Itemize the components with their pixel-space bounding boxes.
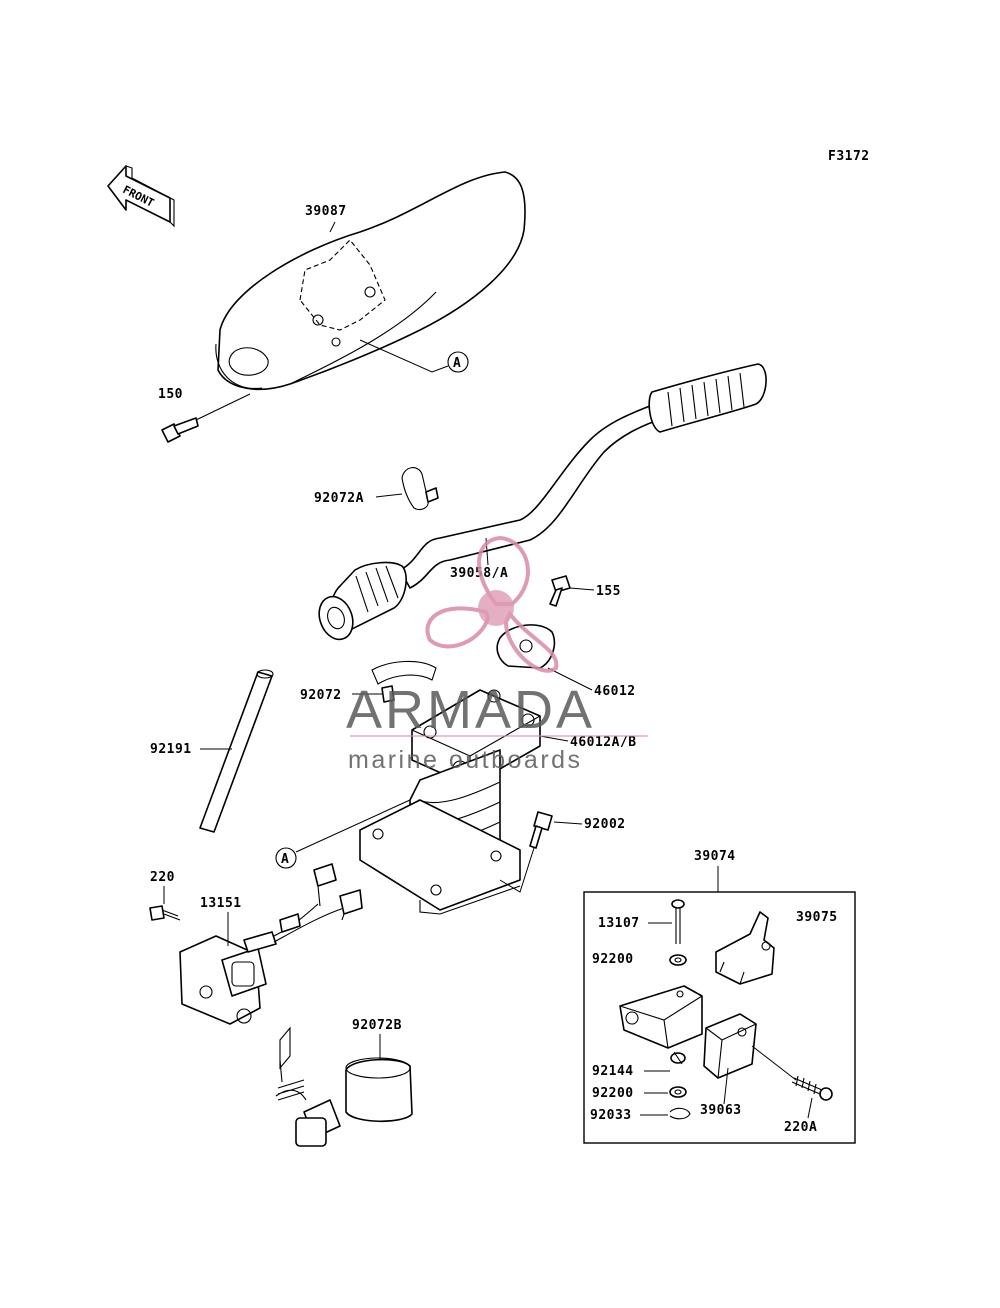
label-92002: 92002 <box>584 817 626 832</box>
spring-92144 <box>670 1051 686 1065</box>
band-92072 <box>371 660 437 703</box>
label-39074: 39074 <box>694 849 736 864</box>
diagram-code: F3172 <box>828 149 870 164</box>
label-39087: 39087 <box>305 204 347 219</box>
label-92072B: 92072B <box>352 1018 402 1033</box>
label-92191: 92191 <box>150 742 192 757</box>
label-13151: 13151 <box>200 896 242 911</box>
label-155: 155 <box>596 584 621 599</box>
label-92200-bottom: 92200 <box>592 1086 634 1101</box>
label-150: 150 <box>158 387 183 402</box>
band-92072B <box>275 1026 413 1147</box>
propeller-logo-icon <box>425 535 559 673</box>
tube-92191 <box>199 669 274 833</box>
watermark: ARMADA marine outboards <box>346 535 648 774</box>
pin-13107 <box>671 899 685 944</box>
assembly-39074-box <box>583 891 856 1144</box>
bolt-92002 <box>529 811 553 849</box>
bracket-block <box>619 985 703 1049</box>
label-39063: 39063 <box>700 1103 742 1118</box>
bolt-155 <box>549 575 571 607</box>
screw-220 <box>149 905 181 921</box>
callout-a-top-label: A <box>453 356 461 371</box>
label-13107: 13107 <box>598 916 640 931</box>
clip-92033 <box>669 1107 691 1120</box>
label-220A: 220A <box>784 1120 817 1135</box>
steering-column <box>359 749 521 915</box>
bolt-150 <box>161 417 199 443</box>
washer-92200-top <box>669 954 687 966</box>
label-92144: 92144 <box>592 1064 634 1079</box>
label-220: 220 <box>150 870 175 885</box>
callout-a-top <box>447 351 469 373</box>
label-92072: 92072 <box>300 688 342 703</box>
callout-a-lower <box>275 847 297 869</box>
watermark-tagline: marine outboards <box>348 746 583 774</box>
handlebar <box>318 363 767 641</box>
front-arrow-icon: FRONT <box>107 165 175 228</box>
handlebar-cover <box>215 171 526 390</box>
callout-a-lower-label: A <box>281 852 289 867</box>
label-92033: 92033 <box>590 1108 632 1123</box>
screw-220A <box>791 1075 833 1101</box>
washer-92200-bottom <box>669 1086 687 1098</box>
switch-13151 <box>179 863 363 1025</box>
label-39075: 39075 <box>796 910 838 925</box>
label-92200-top: 92200 <box>592 952 634 967</box>
watermark-brand: ARMADA <box>346 680 595 740</box>
label-46012AB: 46012A/B <box>570 735 637 750</box>
clip-92072A <box>401 467 439 511</box>
label-46012: 46012 <box>594 684 636 699</box>
knob-39063 <box>703 1013 757 1079</box>
label-92072A: 92072A <box>314 491 364 506</box>
lever-39075 <box>715 911 775 985</box>
